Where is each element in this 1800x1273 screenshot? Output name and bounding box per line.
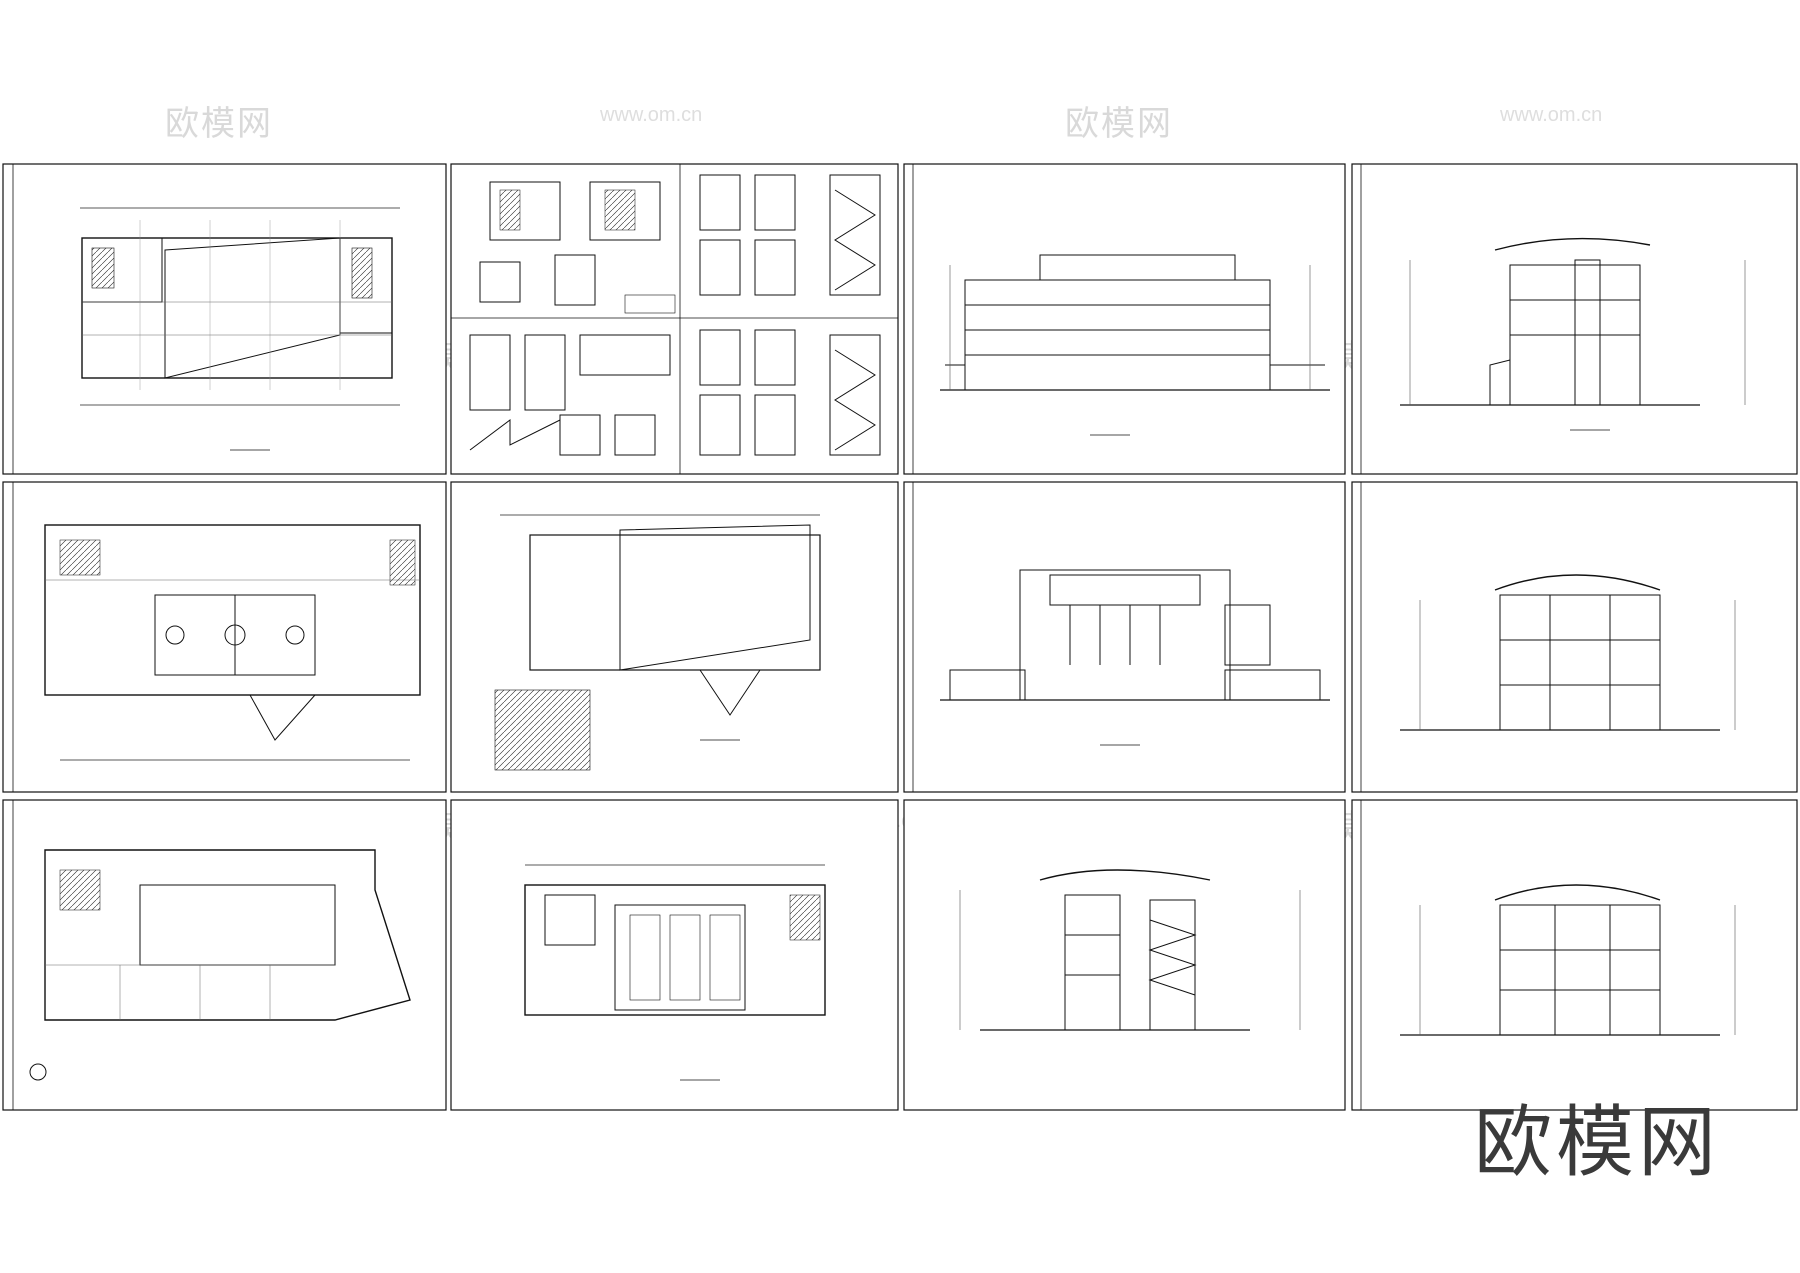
stair-details-sheet: [450, 163, 899, 475]
watermark-url: www.om.cn: [1500, 104, 1603, 126]
elevation-sheet: [903, 163, 1346, 475]
watermark-url: www.om.cn: [600, 104, 703, 126]
section-sheet-2: [1351, 799, 1798, 1111]
floor-plan-sheet: [2, 163, 447, 475]
main-elevation-sheet: [903, 481, 1346, 793]
watermark-logo: 欧模网: [165, 104, 273, 144]
second-floor-plan-sheet: [2, 799, 447, 1111]
upper-floor-plan-sheet: [450, 799, 899, 1111]
roof-plan-sheet: [450, 481, 899, 793]
side-elevation-sheet: [1351, 163, 1798, 475]
section-sheet: [1351, 481, 1798, 793]
court-floor-plan-sheet: [2, 481, 447, 793]
brand-logo: 欧模网: [1474, 1098, 1721, 1188]
stair-elevation-sheet: [903, 799, 1346, 1111]
watermark-logo: 欧模网: [1065, 104, 1173, 144]
